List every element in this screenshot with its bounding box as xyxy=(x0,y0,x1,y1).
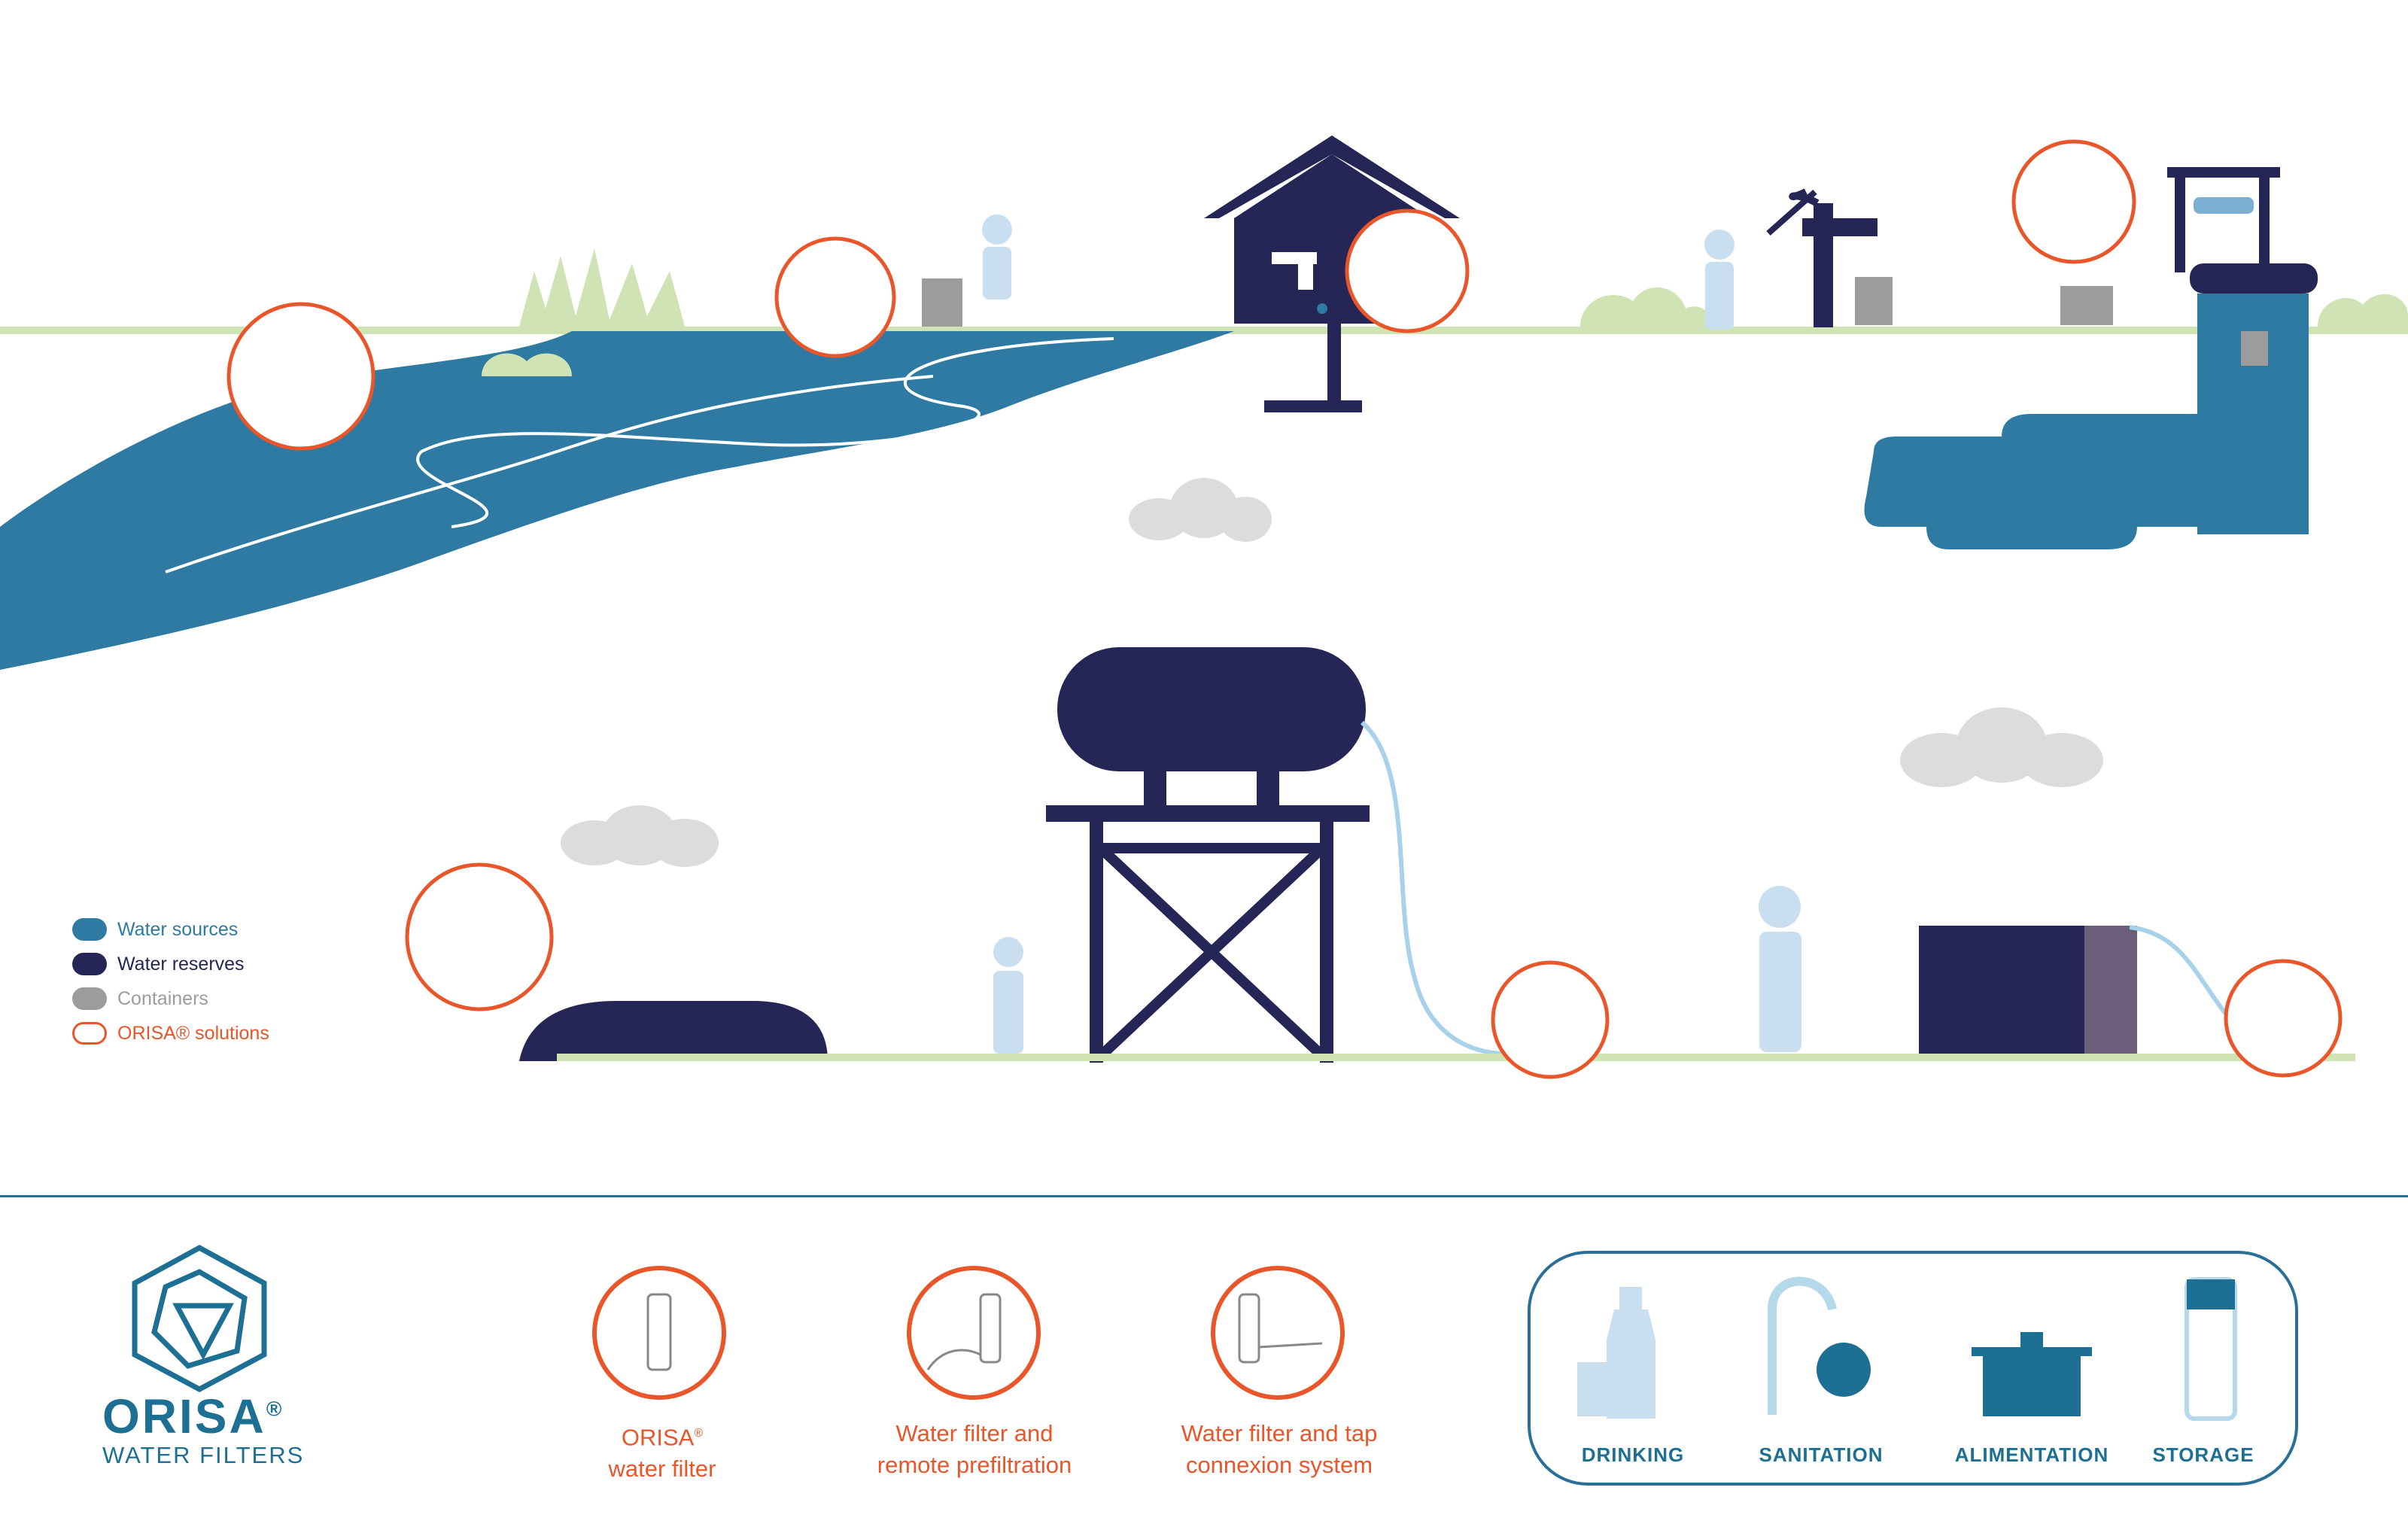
solution-line: ORISA xyxy=(621,1424,695,1451)
legend-label: Containers xyxy=(117,987,208,1009)
solution-line: water filter xyxy=(608,1455,716,1483)
hand-pump xyxy=(1766,188,1893,327)
solution-reg: ® xyxy=(694,1427,704,1440)
cooking-pot-icon xyxy=(1972,1332,2092,1416)
legend-label: Water reserves xyxy=(117,953,245,975)
river xyxy=(0,331,1234,670)
legend-swatch xyxy=(72,953,107,975)
legend-item-water-reserves: Water reserves xyxy=(72,947,269,981)
person-figure xyxy=(982,214,1801,1054)
glass-bottle-icon xyxy=(1577,1287,1655,1419)
solution-label: ORISA® water filter xyxy=(542,1418,783,1485)
groundwater xyxy=(1864,414,2197,549)
brand-name: ORISA® xyxy=(102,1392,328,1440)
solution-label: Water filter and remote prefiltration xyxy=(843,1418,1106,1481)
legend-label: ORISA® solutions xyxy=(117,1022,269,1044)
orisa-filter-icon xyxy=(592,1266,726,1400)
filter-prefiltration-icon xyxy=(907,1266,1041,1400)
legend: Water sources Water reserves Containers … xyxy=(72,912,269,1051)
well xyxy=(2167,167,2318,534)
solution-line: remote prefiltration xyxy=(877,1452,1072,1478)
solution-line: Water filter and tap xyxy=(1181,1420,1378,1446)
brand-name-text: ORISA xyxy=(102,1389,266,1443)
legend-item-containers: Containers xyxy=(72,981,269,1016)
bush xyxy=(482,353,572,376)
legend-swatch xyxy=(72,918,107,941)
bucket xyxy=(922,278,962,327)
brand-reg: ® xyxy=(266,1397,284,1421)
water-scene xyxy=(0,135,2408,1079)
section-divider xyxy=(0,1195,2408,1197)
ground-line-top xyxy=(0,327,2408,334)
grass-tuft xyxy=(519,248,685,327)
elevated-tank xyxy=(1046,647,1506,1063)
legend-item-water-sources: Water sources xyxy=(72,912,269,947)
orisa-logo-icon xyxy=(132,1245,267,1392)
ground-tank xyxy=(1919,925,2230,1061)
solution-label: Water filter and tap connexion system xyxy=(1144,1418,1415,1481)
filter-tap-connexion-icon xyxy=(1211,1266,1345,1400)
legend-item-orisa-solutions: ORISA® solutions xyxy=(72,1016,269,1051)
bush xyxy=(1580,287,1716,327)
faucet-handwash-icon xyxy=(1768,1276,1871,1415)
solution-line: Water filter and xyxy=(895,1420,1054,1446)
use-label-storage: STORAGE xyxy=(2152,1443,2254,1466)
uses-panel xyxy=(1528,1251,2298,1486)
brand: ORISA® WATER FILTERS xyxy=(102,1392,328,1469)
brand-subtitle: WATER FILTERS xyxy=(102,1442,305,1468)
use-label-drinking: DRINKING xyxy=(1581,1443,1685,1466)
use-label-sanitation: SANITATION xyxy=(1759,1443,1884,1466)
solution-line: connexion system xyxy=(1185,1452,1373,1478)
pot xyxy=(2060,286,2113,325)
bladder-tank xyxy=(519,1001,828,1061)
ground-line-bottom xyxy=(557,1054,2355,1061)
orisa-marker xyxy=(227,139,2343,1079)
river-current-1 xyxy=(416,337,1114,528)
use-label-alimentation: ALIMENTATION xyxy=(1954,1443,2109,1466)
legend-label: Water sources xyxy=(117,918,239,940)
bush xyxy=(2318,294,2408,327)
river-current-2 xyxy=(165,375,934,573)
legend-swatch xyxy=(72,987,107,1010)
storage-container-icon xyxy=(2185,1277,2237,1421)
cloud-rain xyxy=(561,478,2103,867)
legend-swatch xyxy=(72,1022,107,1045)
